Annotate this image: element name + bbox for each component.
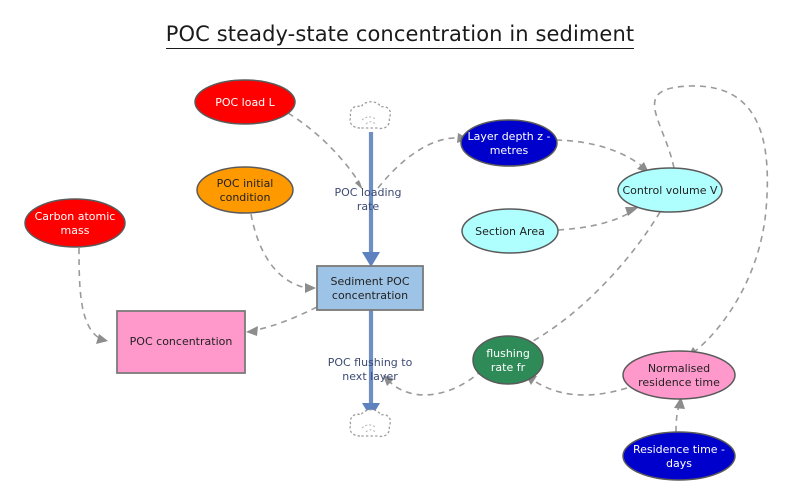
flow-label-poc-flushing-to-next-layer: POC flushing to next layer (328, 356, 413, 383)
edge-section-area-to-control-volume (557, 207, 639, 231)
flow-layer (362, 132, 380, 418)
edge-sediment-to-poc-concentration (246, 306, 318, 336)
node-residence-time-days[interactable]: Residence time - days (622, 431, 736, 481)
page-title-text: POC steady-state concentration in sedime… (165, 22, 635, 49)
poc-loading-rate-flow (362, 132, 380, 267)
node-shape-ellipse (196, 166, 294, 214)
flow-label-poc-flushing-line1: POC flushing to (328, 356, 413, 369)
node-shape-ellipse (622, 431, 736, 481)
edge-control-volume-loop-to-normalised (653, 85, 769, 358)
node-section-area[interactable]: Section Area (461, 208, 559, 254)
node-sediment-poc-concentration[interactable]: Sediment POC concentration (316, 265, 424, 311)
edge-loading-rate-to-layer-depth (377, 133, 469, 189)
node-control-volume-v[interactable]: Control volume V (617, 167, 723, 213)
node-shape-ellipse (622, 350, 736, 400)
edge-flushing-rate-to-flushing-flow (383, 369, 483, 396)
node-poc-concentration[interactable]: POC concentration (116, 310, 246, 374)
node-shape-ellipse (617, 167, 723, 213)
flow-label-poc-loading-rate: POC loading rate (335, 186, 402, 213)
flow-label-poc-flushing-line2: next layer (342, 370, 398, 383)
edge-initial-condition-to-sediment (250, 213, 316, 293)
node-shape-ellipse (472, 335, 544, 385)
node-poc-initial-condition[interactable]: POC initial condition (196, 166, 294, 214)
edge-layer-depth-to-control-volume (555, 139, 649, 173)
node-shape-rect (316, 265, 424, 311)
edge-residence-time-to-normalised (674, 397, 685, 433)
node-shape-ellipse (461, 208, 559, 254)
flow-label-poc-loading-rate-line2: rate (357, 200, 380, 213)
edge-normalised-residence-to-flushing-rate (525, 374, 628, 396)
node-carbon-atomic-mass[interactable]: Carbon atomic mass (24, 198, 126, 248)
node-layer-depth-z[interactable]: Layer depth z - metres (460, 119, 558, 167)
edge-poc-load-to-loading-rate (287, 112, 363, 190)
flow-label-poc-loading-rate-line1: POC loading (335, 186, 402, 199)
node-shape-ellipse (24, 198, 126, 248)
node-shape-rect (116, 310, 246, 374)
node-shape-ellipse (460, 119, 558, 167)
node-flushing-rate-fr[interactable]: flushing rate fr (472, 335, 544, 385)
cloud-source (349, 101, 392, 130)
page-title: POC steady-state concentration in sedime… (0, 22, 800, 49)
edge-carbon-mass-to-poc-concentration (78, 247, 108, 344)
node-poc-load-l[interactable]: POC load L (194, 79, 296, 125)
node-shape-ellipse (194, 79, 296, 125)
node-normalised-residence-time[interactable]: Normalised residence time (622, 350, 736, 400)
cloud-sink (349, 409, 392, 438)
flow-label-layer: POC loading rate POC flushing to next la… (328, 186, 413, 383)
